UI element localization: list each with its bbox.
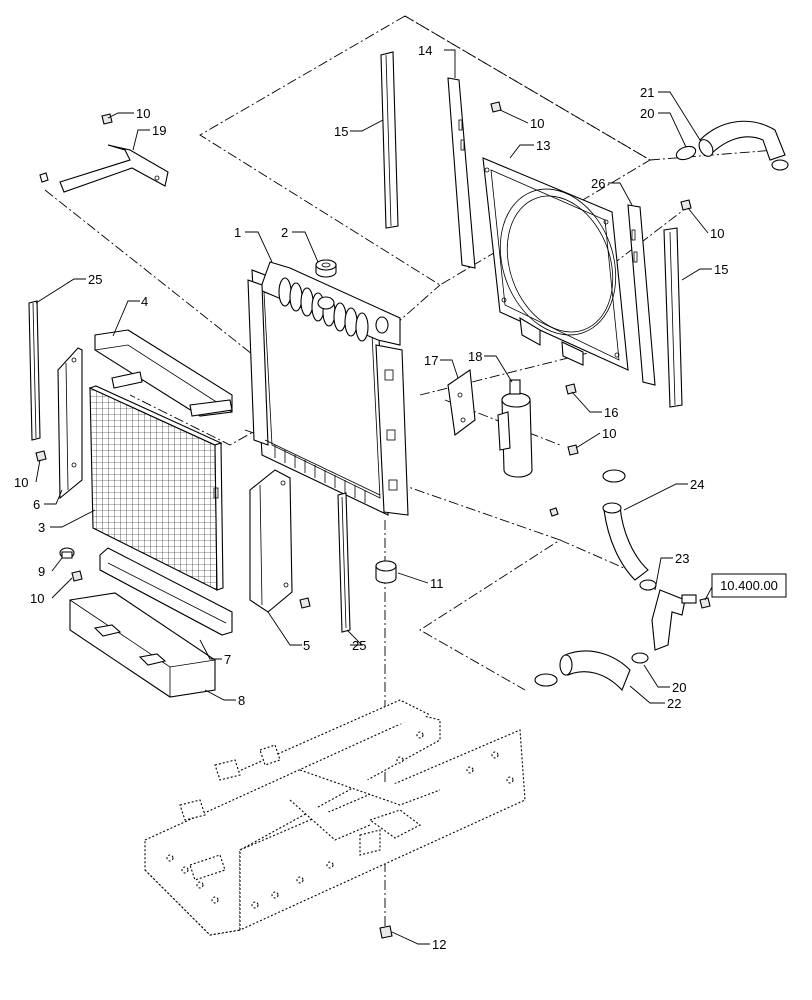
- label-25-b: 25: [352, 638, 366, 653]
- part-15-rod-top: [380, 51, 399, 229]
- leader-lines: [35, 49, 713, 945]
- label-16: 16: [604, 405, 618, 420]
- part-18-receiver-dryer: [497, 379, 533, 478]
- label-25-a: 25: [88, 272, 102, 287]
- label-10-c: 10: [14, 475, 28, 490]
- label-12: 12: [432, 937, 446, 952]
- label-14: 14: [418, 43, 432, 58]
- label-13: 13: [536, 138, 550, 153]
- part-23-hose: [639, 579, 697, 651]
- label-10-f: 10: [602, 426, 616, 441]
- label-11: 11: [430, 576, 444, 591]
- frame-holes: [166, 731, 514, 909]
- label-1: 1: [234, 225, 241, 240]
- part-25-rod-center: [337, 492, 351, 633]
- part-7-bottom-bracket: [99, 547, 233, 636]
- fastener-bolts: [35, 101, 711, 939]
- part-21-hose: [698, 120, 786, 161]
- part-22-hose: [534, 650, 649, 692]
- label-6: 6: [33, 497, 40, 512]
- part-2-radiator-cap: [315, 259, 337, 278]
- part-24-hose: [602, 469, 649, 581]
- label-17: 17: [424, 353, 438, 368]
- label-5: 5: [303, 638, 310, 653]
- part-19-bracket: [39, 144, 169, 193]
- part-6-side-shield: [57, 347, 83, 500]
- label-10-a: 10: [30, 591, 44, 606]
- label-24: 24: [690, 477, 704, 492]
- part-9-fastener: [59, 547, 75, 559]
- label-15-a: 15: [334, 124, 348, 139]
- label-7: 7: [224, 652, 231, 667]
- label-2: 2: [281, 225, 288, 240]
- label-8: 8: [238, 693, 245, 708]
- label-15-b: 15: [714, 262, 728, 277]
- label-4: 4: [141, 294, 148, 309]
- reference-callout[interactable]: 10.400.00: [711, 573, 787, 598]
- label-10-b: 10: [136, 106, 150, 121]
- label-3: 3: [38, 520, 45, 535]
- part-13-fan-shroud: [482, 157, 629, 371]
- label-23: 23: [675, 551, 689, 566]
- part-17-bracket: [447, 369, 476, 436]
- part-1-radiator: [247, 261, 409, 516]
- part-15-rod-right: [663, 227, 683, 408]
- callout-labels: 1 2 3 4 5 6 7 8 9 10 10 10 10 10 10 11 1…: [14, 43, 728, 952]
- part-20-clamp-top: [675, 145, 789, 171]
- reference-box: [711, 573, 787, 598]
- reference-label: 10.400.00: [720, 578, 778, 593]
- part-11-rubber-mount: [375, 560, 397, 584]
- label-9: 9: [38, 564, 45, 579]
- part-3-screen-grille: [88, 385, 224, 591]
- label-22: 22: [667, 696, 681, 711]
- part-14-seal-strip: [447, 77, 476, 269]
- label-20-b: 20: [672, 680, 686, 695]
- part-5-side-shield: [249, 469, 293, 613]
- part-8-foam-block: [69, 592, 216, 698]
- part-25-rod-left: [28, 300, 41, 441]
- chassis-frame: [144, 699, 526, 936]
- label-10-e: 10: [710, 226, 724, 241]
- label-19: 19: [152, 123, 166, 138]
- label-20-a: 20: [640, 106, 654, 121]
- label-18: 18: [468, 349, 482, 364]
- part-26-seal-strip: [627, 204, 656, 386]
- label-26: 26: [591, 176, 605, 191]
- label-10-d: 10: [530, 116, 544, 131]
- part-4-top-shield: [94, 329, 233, 417]
- label-21: 21: [640, 85, 654, 100]
- radiator-bottom-fins: [274, 445, 366, 503]
